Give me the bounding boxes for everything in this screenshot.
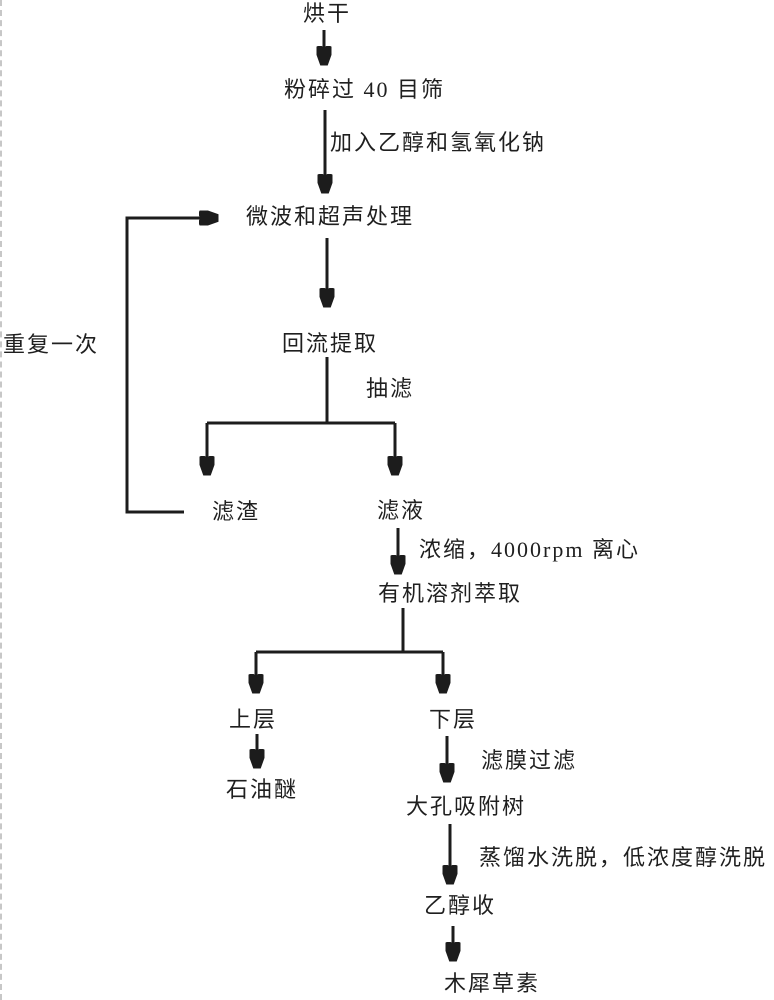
node-ethanol-collect: 乙醇收: [424, 893, 497, 918]
node-microwave: 微波和超声处理: [246, 204, 415, 229]
edge-label-repeat-once: 重复一次: [3, 332, 100, 357]
scan-edge-artifact: [0, 0, 2, 1000]
node-resin: 大孔吸附树: [406, 794, 527, 819]
node-drying: 烘干: [303, 1, 352, 26]
edge-label-suction-filter: 抽滤: [366, 376, 415, 401]
edge-label-concentrate-centrifuge: 浓缩，4000rpm 离心: [419, 537, 640, 562]
edge-label-elution: 蒸馏水洗脱，低浓度醇洗脱: [479, 845, 768, 870]
node-luteolin: 木犀草素: [444, 971, 541, 996]
node-residue: 滤渣: [212, 499, 261, 524]
node-filtrate: 滤液: [377, 498, 426, 523]
node-extraction: 有机溶剂萃取: [378, 581, 523, 606]
node-upper-layer: 上层: [229, 707, 278, 732]
edge-label-add-ethanol-naoh: 加入乙醇和氢氧化钠: [330, 130, 547, 155]
node-crush: 粉碎过 40 目筛: [284, 77, 446, 102]
edge-label-membrane-filter: 滤膜过滤: [481, 748, 578, 773]
arrow-repeat-feedback: [125, 218, 217, 514]
node-petroleum-ether: 石油醚: [226, 777, 299, 802]
node-reflux: 回流提取: [282, 331, 379, 356]
node-lower-layer: 下层: [429, 707, 478, 732]
